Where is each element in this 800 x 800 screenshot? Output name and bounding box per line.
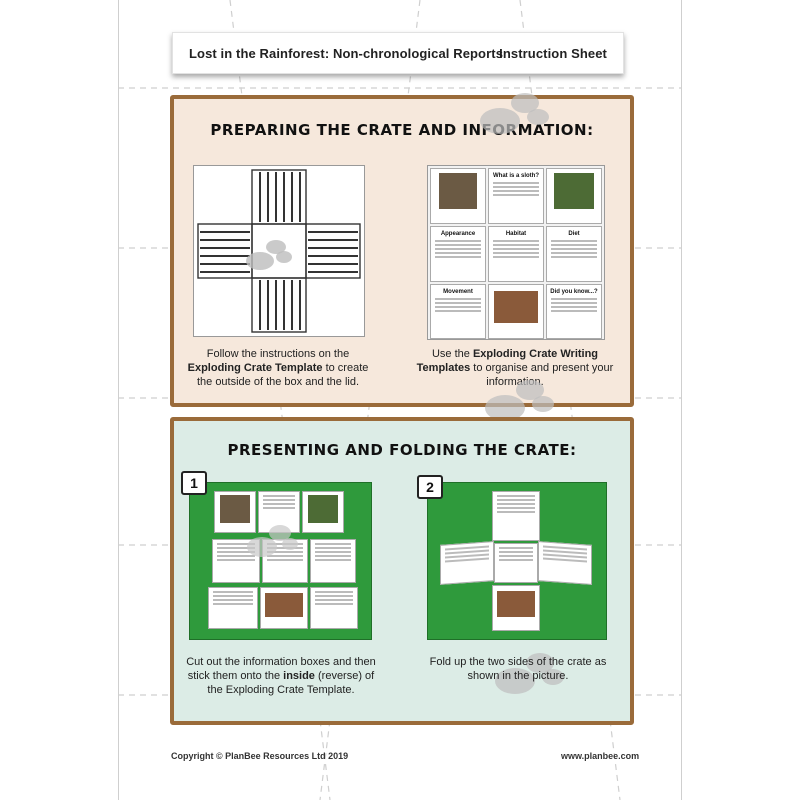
photo-card bbox=[440, 541, 494, 585]
step2-photo bbox=[427, 482, 607, 640]
crate-template-caption: Follow the instructions on the Exploding… bbox=[187, 348, 369, 388]
writing-templates-image: What is a sloth? Appearance Habitat Diet… bbox=[427, 165, 605, 340]
photo-card bbox=[538, 541, 592, 585]
step2-caption: Fold up the two sides of the crate as sh… bbox=[429, 656, 607, 682]
bee-logo-icon bbox=[485, 380, 554, 421]
template-card-photo bbox=[546, 168, 602, 224]
section-title: PREPARING THE CRATE AND INFORMATION: bbox=[210, 121, 594, 139]
step1-caption: Cut out the information boxes and then s… bbox=[186, 656, 376, 696]
template-card: Appearance bbox=[430, 226, 486, 282]
document-title: Lost in the Rainforest: Non-chronologica… bbox=[189, 46, 504, 61]
copyright-text: Copyright © PlanBee Resources Ltd 2019 bbox=[171, 751, 349, 761]
website-link[interactable]: www.planbee.com bbox=[561, 751, 640, 761]
inside-emphasis-text: inside bbox=[283, 670, 315, 682]
photo-card bbox=[492, 585, 540, 631]
step1-photo bbox=[189, 482, 372, 640]
template-card: Did you know...? bbox=[546, 284, 602, 339]
step2-badge: 2 bbox=[417, 475, 443, 499]
template-card: Movement bbox=[430, 284, 486, 339]
template-card: Habitat bbox=[488, 226, 544, 282]
step1-badge: 1 bbox=[181, 471, 207, 495]
photo-card bbox=[260, 587, 308, 629]
crate-outline-drawing bbox=[197, 169, 361, 333]
template-card: Diet bbox=[546, 226, 602, 282]
header-bar: Lost in the Rainforest: Non-chronologica… bbox=[172, 32, 624, 74]
template-card-photo bbox=[430, 168, 486, 224]
photo-card bbox=[494, 543, 538, 583]
photo-card bbox=[214, 491, 256, 533]
bee-logo-icon bbox=[247, 525, 298, 557]
photo-card bbox=[310, 539, 356, 583]
photo-card bbox=[302, 491, 344, 533]
template-card-photo bbox=[488, 284, 544, 339]
crate-template-link-text: Exploding Crate Template bbox=[187, 362, 323, 374]
bee-logo-icon bbox=[480, 93, 549, 134]
section-title: PRESENTING AND FOLDING THE CRATE: bbox=[227, 441, 577, 459]
photo-card bbox=[310, 587, 358, 629]
bee-logo-icon bbox=[495, 653, 564, 694]
photo-card bbox=[492, 491, 540, 541]
sheet-type-label: Instruction Sheet bbox=[499, 46, 607, 61]
writing-templates-link-text: Exploding Crate Writing Templates bbox=[416, 348, 599, 374]
photo-card bbox=[208, 587, 258, 629]
bee-logo-icon bbox=[246, 240, 292, 270]
template-card: What is a sloth? bbox=[488, 168, 544, 224]
